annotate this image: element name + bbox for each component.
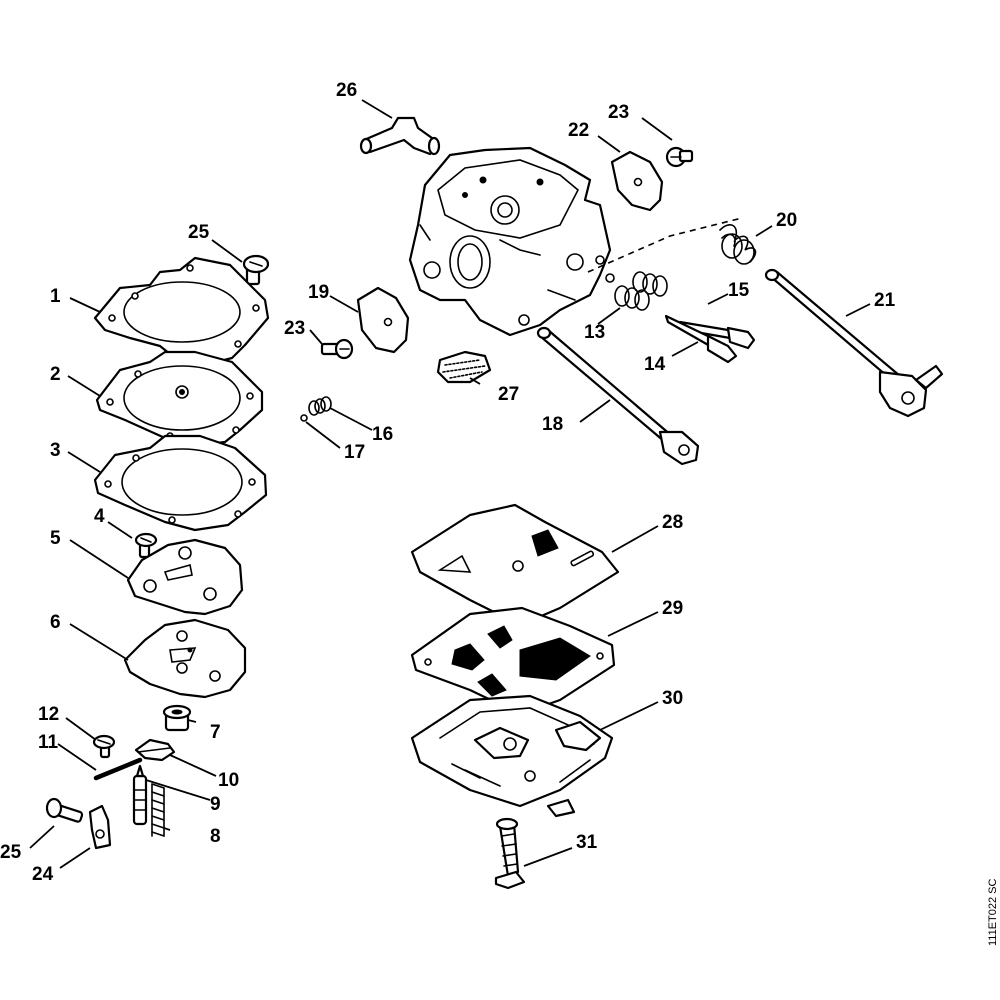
callout-24: 24 — [32, 864, 54, 885]
callout-9: 9 — [210, 794, 221, 815]
callout-1: 1 — [50, 286, 61, 307]
callout-10: 10 — [218, 770, 239, 791]
part-6-plate — [123, 618, 247, 699]
leader-lines — [29, 99, 871, 869]
callout-12: 12 — [38, 704, 59, 725]
part-22-disc — [610, 150, 664, 212]
callout-21: 21 — [874, 290, 896, 311]
callout-19: 19 — [308, 282, 329, 303]
callout-28: 28 — [662, 512, 683, 533]
callout-2: 2 — [50, 364, 61, 385]
callout-30: 30 — [662, 688, 683, 709]
assembly-guide-line — [587, 217, 743, 273]
drawing-reference: 111ET022 SC — [987, 878, 999, 946]
callout-11: 11 — [38, 732, 59, 753]
part-16-spring — [308, 396, 332, 416]
part-17-ball — [300, 414, 308, 422]
callout-17: 17 — [344, 442, 365, 463]
callout-5: 5 — [50, 528, 61, 549]
carburetor-body — [408, 146, 615, 337]
part-11-spindle — [93, 757, 143, 781]
part-8-spring — [151, 783, 165, 837]
callout-labels: 1 2 3 4 5 6 7 8 9 10 11 12 13 14 15 16 1… — [0, 80, 896, 885]
part-31-screw — [494, 817, 526, 890]
part-23-screw-mid — [320, 338, 354, 360]
callout-22: 22 — [568, 120, 589, 141]
part-12-screw — [92, 734, 116, 759]
part-24-clip — [88, 804, 112, 850]
callout-18: 18 — [542, 414, 563, 435]
part-5-plate — [126, 538, 244, 616]
part-23-screw-top — [665, 146, 694, 168]
callout-31: 31 — [576, 832, 598, 853]
part-7-plug — [162, 704, 192, 732]
part-3-gasket — [93, 434, 268, 532]
part-13-springs — [614, 271, 668, 311]
part-28-gasket — [410, 503, 620, 627]
callout-14: 14 — [644, 354, 666, 375]
part-1-gasket — [93, 256, 270, 367]
part-26-fitting — [359, 116, 441, 156]
part-29-gasket — [410, 606, 616, 716]
callout-16: 16 — [372, 424, 393, 445]
part-25-screw-top — [242, 254, 270, 286]
part-14-needle-screw — [664, 314, 738, 364]
callout-29: 29 — [662, 598, 683, 619]
callout-7: 7 — [210, 722, 221, 743]
callout-13: 13 — [584, 322, 605, 343]
callout-3: 3 — [50, 440, 61, 461]
callout-15: 15 — [728, 280, 750, 301]
part-4-screw — [134, 532, 158, 559]
part-30-body — [410, 694, 614, 818]
callout-26: 26 — [336, 80, 357, 101]
part-9-inlet-needle — [132, 764, 148, 826]
part-27-strainer — [436, 350, 492, 384]
part-10-lever — [134, 738, 176, 762]
part-2-diaphragm — [95, 350, 264, 448]
part-20-spring — [719, 224, 757, 265]
callout-23-top: 23 — [608, 102, 629, 123]
part-18-shaft — [536, 326, 700, 466]
part-21-shaft — [764, 268, 944, 418]
callout-20: 20 — [776, 210, 797, 231]
callout-23-mid: 23 — [284, 318, 305, 339]
callout-6: 6 — [50, 612, 61, 633]
callout-25-bottom: 25 — [0, 842, 22, 863]
callout-8: 8 — [210, 826, 221, 847]
part-25-screw-bottom — [45, 797, 84, 823]
callout-27: 27 — [498, 384, 519, 405]
callout-25-top: 25 — [188, 222, 210, 243]
callout-4: 4 — [94, 506, 105, 527]
part-19-disc — [356, 286, 410, 354]
